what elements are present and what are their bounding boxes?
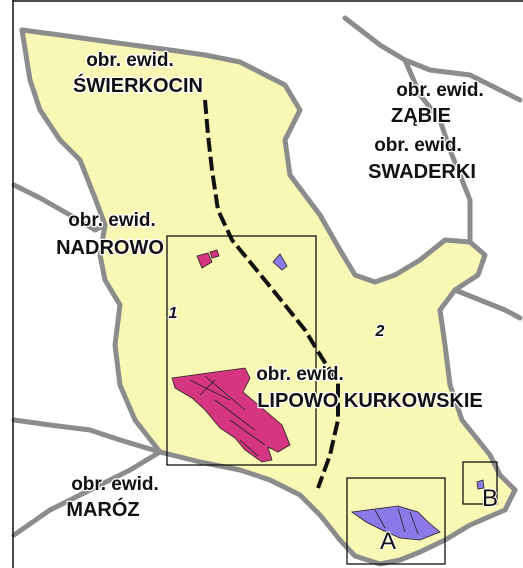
inset-frames	[166, 235, 498, 565]
precinct-borders	[11, 15, 523, 567]
swierkocin-name: ŚWIERKOCIN	[73, 73, 203, 97]
parcel-upper	[272, 253, 288, 271]
parcel-inset-b	[476, 479, 485, 490]
nadrowo-name: NADROWO	[56, 237, 164, 259]
frame-b	[462, 461, 498, 505]
frame-main	[166, 235, 317, 466]
swaderki-prefix: obr. ewid.	[374, 135, 462, 156]
swaderki-name: SWADERKI	[368, 161, 476, 183]
zone-2-label: 2	[375, 323, 385, 340]
lipowo-name: LIPOWO KURKOWSKIE	[257, 390, 483, 412]
parcel-main	[171, 367, 291, 463]
frame-a	[346, 477, 446, 565]
zabie-name: ZĄBIE	[391, 105, 451, 127]
magenta-parcels	[171, 249, 291, 463]
precinct-labels: obr. ewid. ŚWIERKOCIN obr. ewid. ZĄBIE o…	[55, 49, 499, 556]
parcel-small-1	[196, 252, 213, 269]
maroz-name: MARÓZ	[66, 497, 139, 521]
violet-parcels	[272, 253, 485, 541]
route-line	[203, 99, 340, 489]
inset-a-label: A	[380, 528, 396, 555]
zabie-prefix: obr. ewid.	[396, 80, 484, 101]
parcel-inset-a	[350, 505, 441, 541]
swierkocin-prefix: obr. ewid.	[86, 50, 174, 71]
maroz-prefix: obr. ewid.	[71, 474, 159, 495]
parcel-internal-lines	[189, 375, 266, 457]
zone-1-label: 1	[169, 305, 178, 322]
parcel-inset-a-lines	[374, 507, 419, 535]
parcel-small-2	[209, 249, 220, 259]
nadrowo-prefix: obr. ewid.	[68, 210, 156, 231]
inset-b-label: B	[482, 485, 498, 512]
lipowo-prefix: obr. ewid.	[256, 364, 344, 385]
